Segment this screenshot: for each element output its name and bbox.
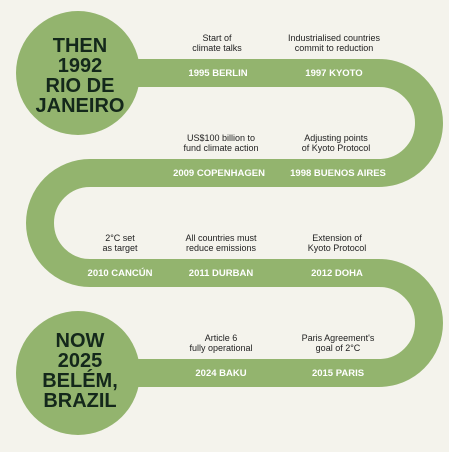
milestone-label: 2011 DURBAN: [188, 268, 254, 279]
milestone-label: 2010 CANCÚN: [87, 268, 153, 279]
milestone-desc: Industrialised countries commit to reduc…: [287, 33, 381, 54]
milestone-label: 2009 COPENHAGEN: [173, 168, 265, 179]
end-now: NOW: [55, 330, 105, 352]
milestone-label: 1998 BUENOS AIRES: [290, 168, 386, 179]
milestone-desc: Start of climate talks: [192, 33, 242, 54]
start-city-2: JANEIRO: [35, 95, 125, 117]
end-circle-text: NOW 2025 BELÉM, BRAZIL: [20, 331, 140, 411]
milestone-desc: Paris Agreement's goal of 2°C: [301, 333, 375, 354]
start-circle: [16, 11, 140, 135]
start-circle-text: THEN 1992 RIO DE JANEIRO: [20, 36, 140, 116]
start-city-1: RIO DE: [45, 75, 115, 97]
milestone-desc: US$100 billion to fund climate action: [183, 133, 259, 154]
end-circle: [16, 311, 140, 435]
milestone-label: 2015 PARIS: [311, 368, 365, 379]
start-then: THEN: [52, 35, 108, 57]
milestone-label: 2024 BAKU: [195, 368, 247, 379]
milestone-desc: Article 6 fully operational: [189, 333, 253, 354]
start-year: 1992: [57, 55, 103, 77]
milestone-desc: All countries must reduce emissions: [185, 233, 257, 254]
end-city-1: BELÉM,: [42, 370, 118, 392]
milestone-desc: Extension of Kyoto Protocol: [307, 233, 367, 254]
milestone-label: 1995 BERLIN: [188, 68, 248, 79]
milestone-label: 1997 KYOTO: [305, 68, 363, 79]
milestone-label: 2012 DOHA: [311, 268, 363, 279]
end-year: 2025: [57, 350, 103, 372]
milestone-desc: Adjusting points of Kyoto Protocol: [301, 133, 371, 154]
end-city-2: BRAZIL: [43, 390, 117, 412]
milestone-desc: 2°C set as target: [102, 233, 138, 254]
road-path: [26, 59, 443, 387]
